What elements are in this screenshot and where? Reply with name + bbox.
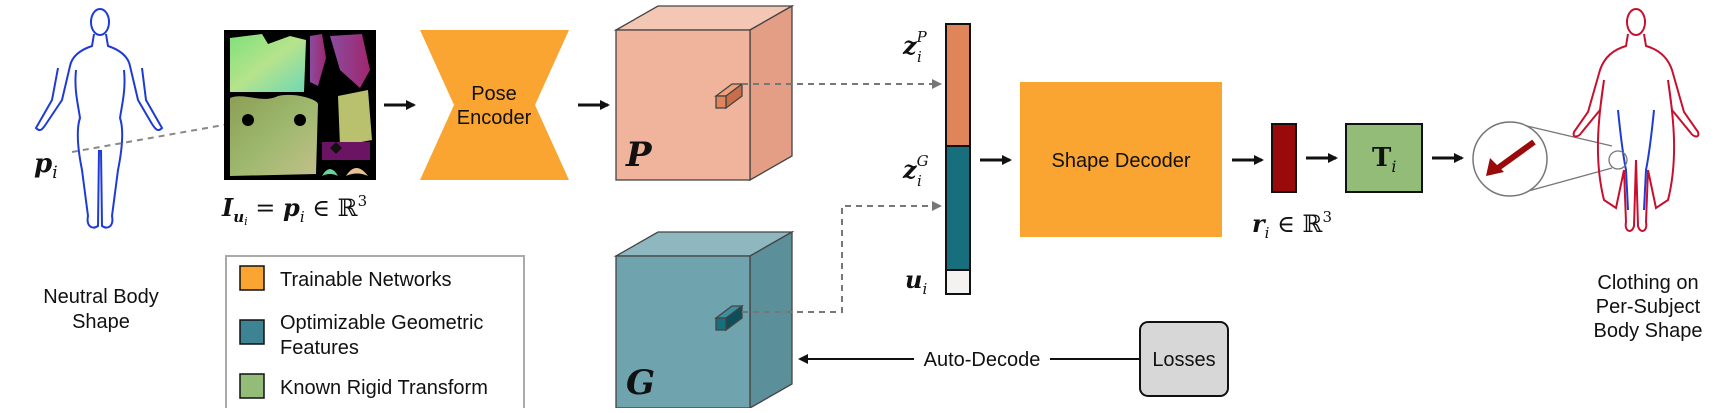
latent-code-bar: [945, 23, 971, 295]
zP-segment: [945, 23, 971, 147]
residual-vector-bar: [1271, 123, 1297, 193]
legend-swatch-geometric: [239, 319, 265, 345]
legend-swatch-trainable: [239, 265, 265, 291]
geometric-feature-label-G: G: [626, 363, 655, 403]
pose-feature-label-P: P: [625, 135, 653, 175]
legend-label-geometric-line2: Features: [280, 337, 359, 359]
shape-decoder-label: Shape Decoder: [1052, 150, 1191, 172]
auto-decode-label: Auto-Decode: [924, 349, 1041, 371]
shape-decoder-block: [1020, 82, 1222, 237]
neutral-point-label: pi: [34, 149, 58, 183]
legend-frame: [225, 255, 525, 411]
neutral-body-silhouette: [34, 8, 164, 229]
geometric-feature-cube-G: [613, 230, 795, 410]
neutral-body-caption-line2: Shape: [72, 311, 130, 333]
zG-segment: [945, 145, 971, 271]
output-body-silhouette: [1572, 8, 1700, 232]
pose-encoder-block: [420, 30, 569, 180]
G-to-zG-dashed-arrow: [742, 201, 942, 313]
legend-label-geometric-line1: Optimizable Geometric: [280, 312, 483, 334]
legend-label-rigid: Known Rigid Transform: [280, 377, 488, 399]
rigid-transform-box: [1345, 123, 1423, 193]
output-caption-line2: Per-Subject: [1596, 296, 1701, 318]
pose-feature-cube-P: [613, 4, 795, 182]
residual-label: ri ∈ ℝ3: [1252, 208, 1332, 242]
legend: Trainable Networks Optimizable Geometric…: [225, 255, 525, 411]
neutral-body-caption-line1: Neutral Body: [43, 286, 159, 308]
legend-label-trainable: Trainable Networks: [280, 269, 452, 291]
output-caption-line3: Body Shape: [1594, 320, 1703, 342]
u-segment: [945, 269, 971, 295]
legend-swatch-rigid: [239, 373, 265, 399]
pose-encoder-label-line2: Encoder: [457, 107, 532, 129]
zoom-detail: [1472, 121, 1613, 197]
rigid-transform-label: Ti: [1372, 143, 1396, 176]
u-label: ui: [905, 265, 927, 298]
uv-equation: Iui = pi ∈ ℝ3: [221, 192, 367, 228]
output-caption-line1: Clothing on: [1597, 272, 1698, 294]
pose-encoder-label-line1: Pose: [471, 83, 517, 105]
losses-label: Losses: [1152, 349, 1215, 371]
uv-position-map: [224, 30, 376, 180]
